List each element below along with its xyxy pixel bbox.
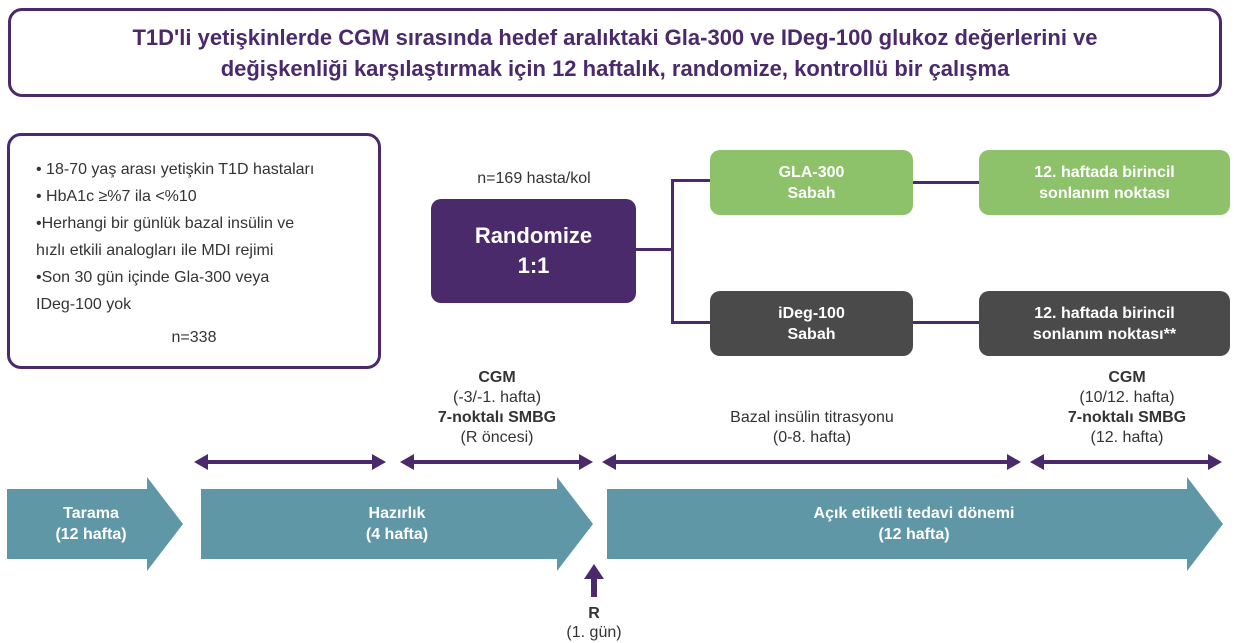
- phase-name: Açık etiketli tedavi dönemi: [813, 505, 1015, 522]
- phase-duration: (12 hafta): [878, 526, 950, 543]
- criteria-item: • HbA1c ≥%7 ila <%10: [36, 188, 197, 205]
- total-n-label: n=338: [171, 329, 217, 346]
- phase-duration: (12 hafta): [55, 526, 127, 543]
- randomize-ratio: 1:1: [517, 253, 550, 278]
- double-arrow: [1030, 454, 1222, 470]
- gla-300-arm-box: GLA-300 Sabah: [710, 150, 913, 215]
- connector-line: [671, 179, 711, 182]
- preparation-phase-label: Hazırlık (4 hafta): [201, 503, 593, 545]
- annotation-line: 7-noktalı SMBG: [437, 409, 557, 426]
- treatment-phase-label: Açık etiketli tedavi dönemi (12 hafta): [607, 503, 1221, 545]
- r-label: R: [588, 605, 600, 622]
- double-arrow: [194, 454, 386, 470]
- criteria-item: hızlı etkili analogları ile MDI rejimi: [36, 242, 274, 259]
- title-line-1: T1D'li yetişkinlerde CGM sırasında hedef…: [132, 24, 1098, 50]
- pre-randomization-assessments: CGM (-3/-1. hafta) 7-noktalı SMBG (R önc…: [397, 368, 597, 448]
- phase-name: Hazırlık: [368, 505, 426, 522]
- connector-line: [671, 321, 711, 324]
- criteria-item: •Herhangi bir günlük bazal insülin ve: [36, 215, 295, 232]
- connector-line: [671, 179, 674, 323]
- treatment-phase-arrow: [607, 477, 1223, 571]
- gla-endpoint-box: 12. haftada birincil sonlanım noktası: [979, 150, 1230, 215]
- randomization-up-arrow: [584, 564, 604, 597]
- double-arrow: [602, 454, 1021, 470]
- arm-timing-label: Sabah: [787, 184, 836, 202]
- annotation-line: (10/12. hafta): [1079, 389, 1175, 406]
- randomize-box: Randomize 1:1: [431, 199, 636, 303]
- annotation-line: Bazal insülin titrasyonu: [730, 409, 894, 426]
- titration-annotation: Bazal insülin titrasyonu (0-8. hafta): [662, 408, 962, 448]
- screening-phase-arrow: [7, 477, 183, 571]
- title-line-2: değişkenliği karşılaştırmak için 12 haft…: [220, 55, 1010, 81]
- annotation-line: (12. hafta): [1090, 429, 1164, 446]
- endpoint-label: 12. haftada birincil: [1034, 163, 1175, 181]
- annotation-line: (0-8. hafta): [772, 429, 852, 446]
- connector-line: [912, 181, 980, 184]
- arm-drug-label: GLA-300: [778, 163, 845, 181]
- randomize-label: Randomize: [474, 223, 593, 248]
- randomization-day-marker: R (1. gün): [544, 604, 644, 642]
- arm-drug-label: iDeg-100: [778, 304, 845, 322]
- phase-name: Tarama: [63, 505, 119, 522]
- annotation-line: CGM: [1108, 369, 1146, 386]
- screening-phase-label: Tarama (12 hafta): [7, 503, 175, 545]
- inclusion-criteria-box: • 18-70 yaş arası yetişkin T1D hastaları…: [7, 133, 381, 369]
- annotation-line: (-3/-1. hafta): [452, 389, 542, 406]
- endpoint-label: sonlanım noktası**: [1032, 325, 1177, 343]
- criteria-item: IDeg-100 yok: [36, 296, 132, 313]
- n-per-arm-label: n=169 hasta/kol: [477, 170, 591, 187]
- endpoint-label: 12. haftada birincil: [1034, 304, 1175, 322]
- end-of-study-assessments: CGM (10/12. hafta) 7-noktalı SMBG (12. h…: [1027, 368, 1227, 448]
- study-title-box: T1D'li yetişkinlerde CGM sırasında hedef…: [8, 8, 1222, 97]
- double-arrow: [400, 454, 593, 470]
- annotation-line: (R öncesi): [460, 429, 534, 446]
- annotation-line: CGM: [478, 369, 516, 386]
- connector-line: [636, 248, 673, 251]
- ideg-100-arm-box: iDeg-100 Sabah: [710, 291, 913, 356]
- arm-timing-label: Sabah: [787, 325, 836, 343]
- preparation-phase-arrow: [201, 477, 593, 571]
- r-day-label: (1. gün): [566, 624, 622, 641]
- connector-line: [912, 321, 980, 324]
- ideg-endpoint-box: 12. haftada birincil sonlanım noktası**: [979, 291, 1230, 356]
- phase-duration: (4 hafta): [365, 526, 429, 543]
- criteria-item: •Son 30 gün içinde Gla-300 veya: [36, 269, 270, 286]
- endpoint-label: sonlanım noktası: [1039, 184, 1170, 202]
- annotation-line: 7-noktalı SMBG: [1067, 409, 1187, 426]
- criteria-item: • 18-70 yaş arası yetişkin T1D hastaları: [36, 161, 315, 178]
